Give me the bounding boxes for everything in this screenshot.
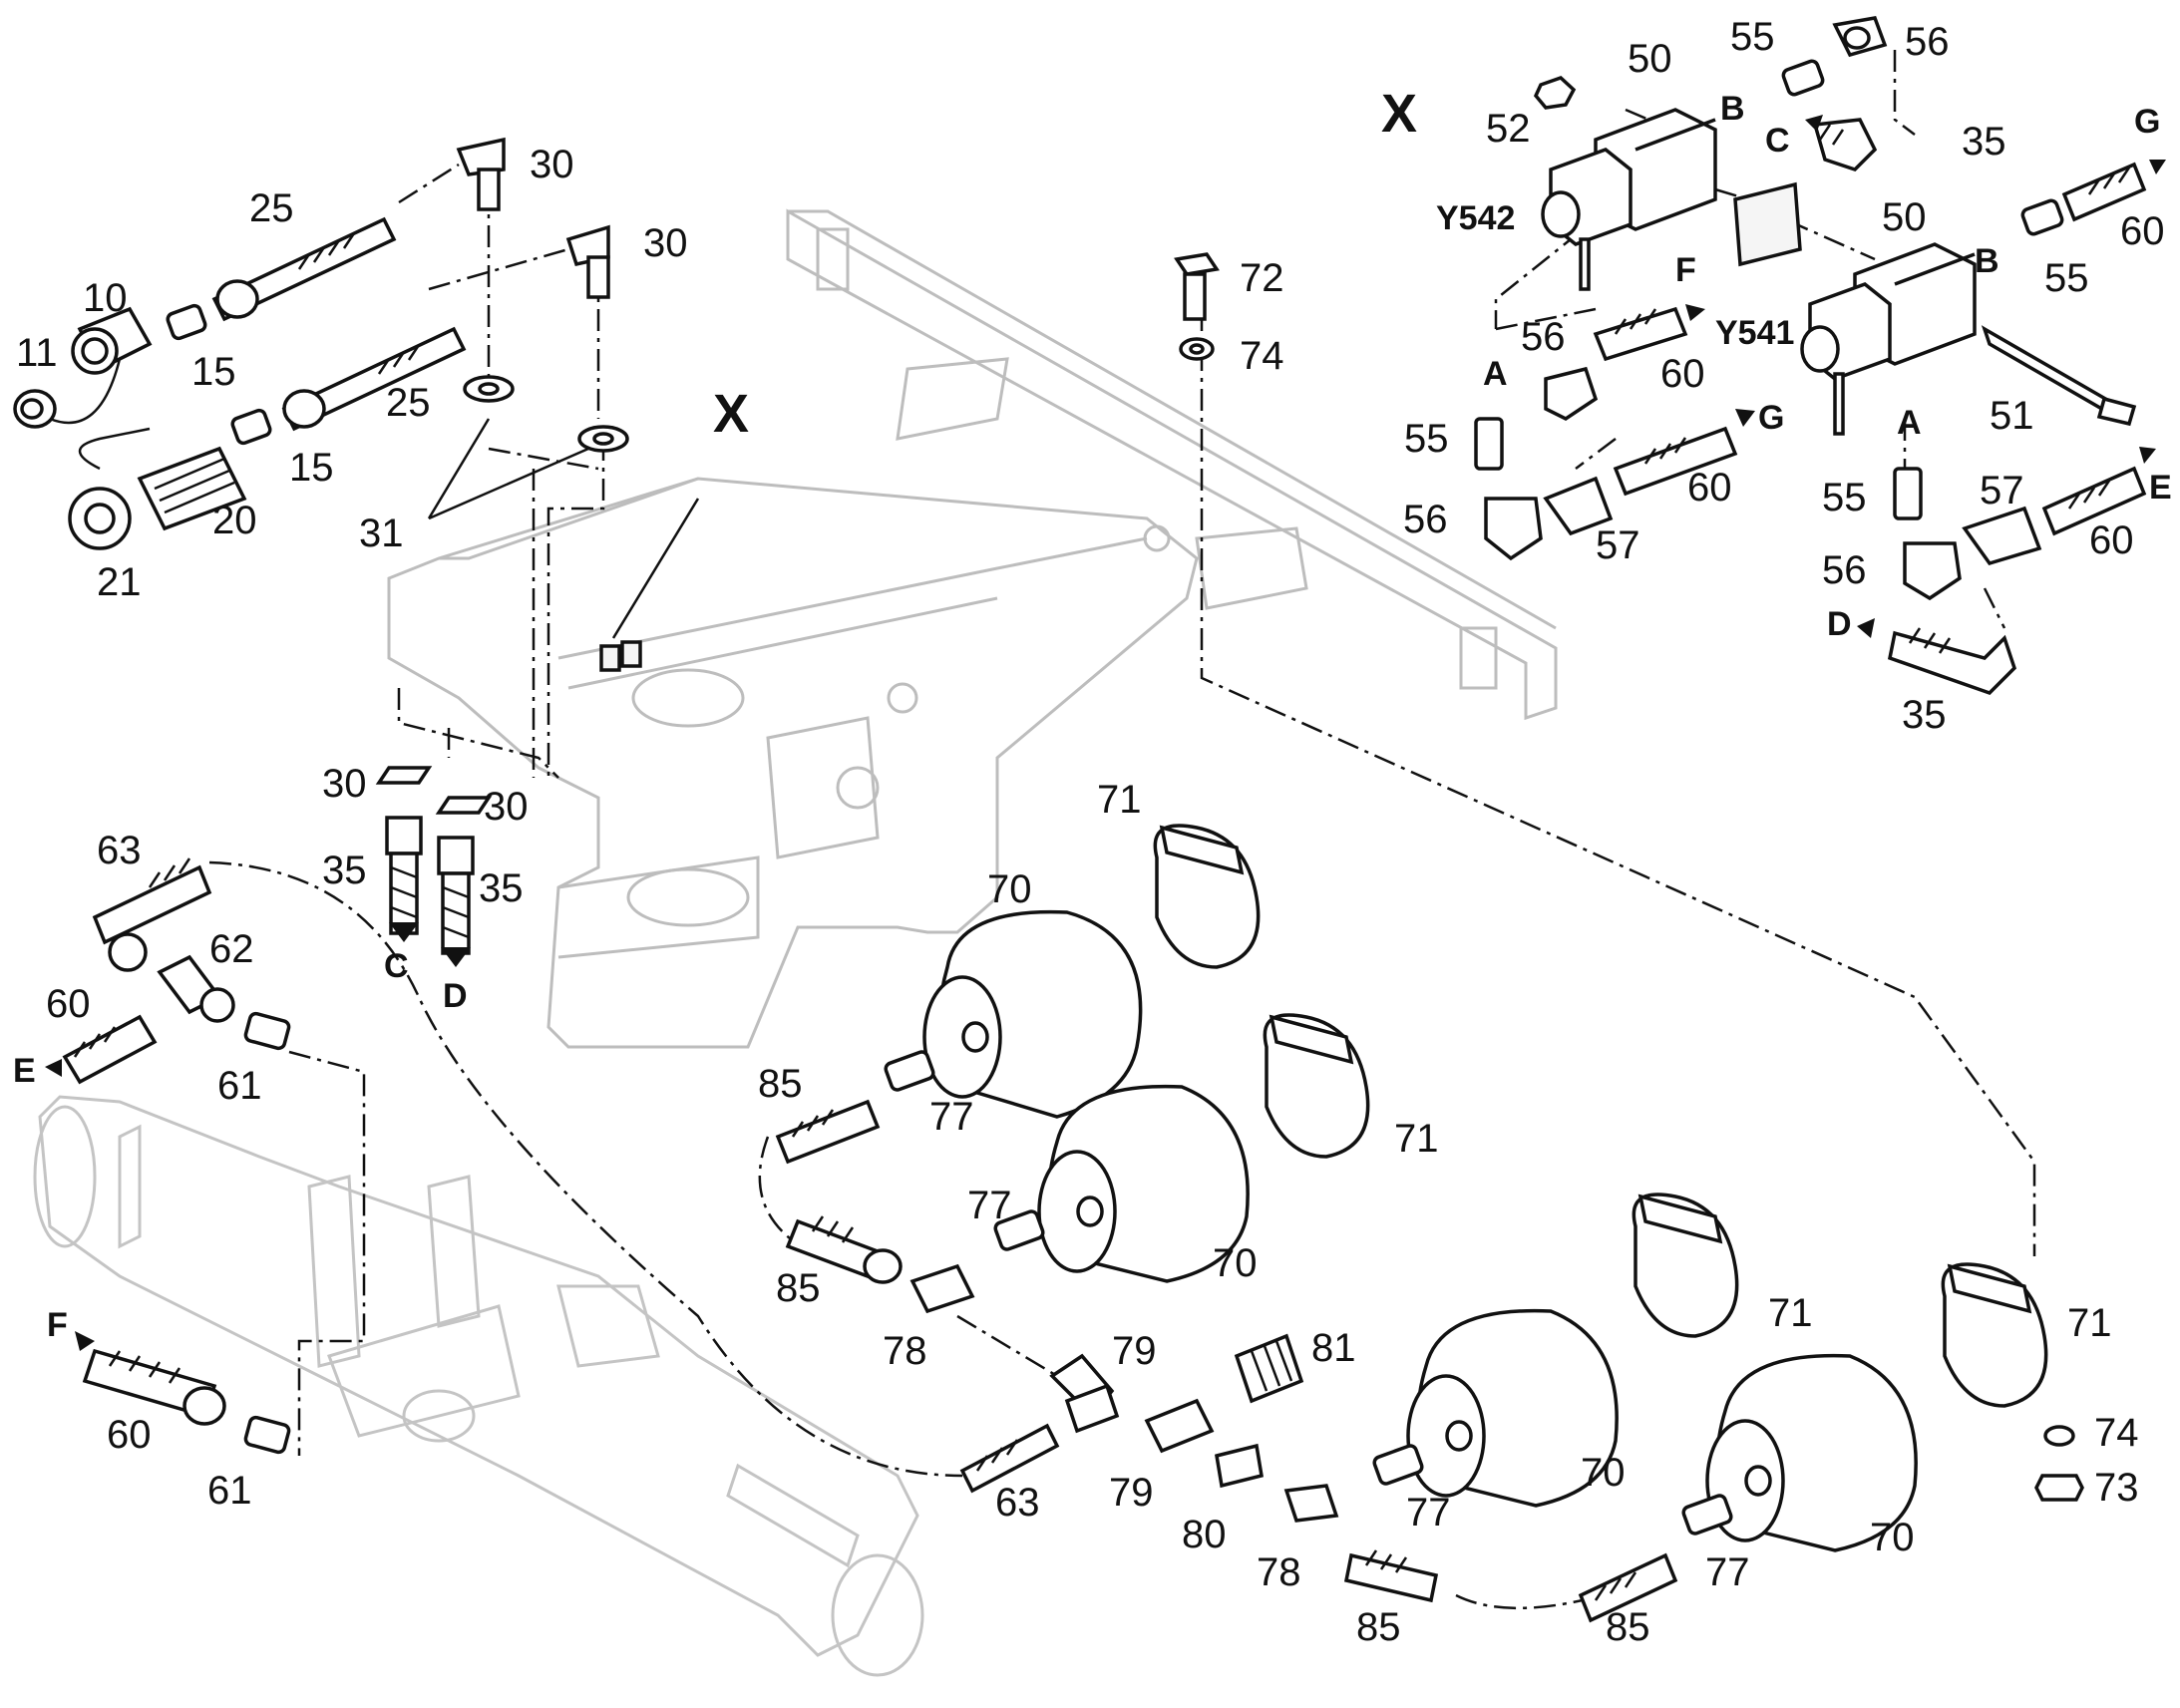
bolt-72-washer-74 — [1174, 252, 1220, 361]
label-x-detail: X — [1381, 84, 1417, 144]
label-x-frame: X — [713, 384, 749, 444]
label-60: 60 — [1687, 466, 1732, 510]
label-50: 50 — [1628, 37, 1672, 81]
label-72: 72 — [1240, 256, 1284, 300]
label-f: F — [1675, 251, 1696, 289]
frame-x-connectors — [599, 498, 700, 672]
label-20: 20 — [212, 499, 257, 542]
label-57: 57 — [1980, 469, 2024, 512]
label-55: 55 — [2044, 256, 2089, 300]
label-70: 70 — [1213, 1241, 1258, 1285]
label-35: 35 — [1902, 693, 1947, 737]
part-labels: 10 11 15 15 20 21 25 25 30 30 30 30 31 3… — [13, 15, 2172, 1649]
label-55: 55 — [1404, 417, 1449, 461]
label-60: 60 — [46, 982, 91, 1026]
label-77: 77 — [967, 1184, 1012, 1227]
label-71: 71 — [1768, 1291, 1813, 1335]
label-e: E — [13, 1052, 36, 1090]
chassis-frame — [387, 208, 1558, 1049]
label-35: 35 — [322, 849, 367, 892]
label-70: 70 — [1870, 1516, 1915, 1559]
label-57: 57 — [1596, 523, 1640, 567]
label-81: 81 — [1311, 1326, 1356, 1370]
label-74: 74 — [2094, 1411, 2139, 1455]
label-56: 56 — [1905, 20, 1950, 64]
label-11: 11 — [16, 331, 58, 375]
label-port-a: A — [1483, 355, 1508, 393]
label-25: 25 — [249, 186, 294, 230]
label-10: 10 — [83, 276, 128, 320]
label-70: 70 — [1581, 1451, 1626, 1495]
label-74: 74 — [1240, 334, 1284, 378]
label-port-b: B — [1975, 242, 1999, 280]
label-85: 85 — [776, 1266, 821, 1310]
accumulators — [922, 824, 2084, 1552]
accumulator-fittings — [775, 1050, 1733, 1623]
label-g: G — [1758, 399, 1784, 437]
label-56: 56 — [1822, 548, 1867, 592]
label-f: F — [47, 1306, 68, 1344]
hose-group-left — [45, 857, 291, 1455]
label-71: 71 — [2067, 1301, 2112, 1345]
label-55: 55 — [1730, 15, 1775, 59]
label-80: 80 — [1182, 1513, 1227, 1556]
label-g: G — [2134, 103, 2160, 141]
label-15: 15 — [289, 446, 334, 490]
label-y541: Y541 — [1715, 314, 1794, 352]
label-c: C — [1765, 122, 1790, 160]
hose-group-mid-left — [375, 766, 493, 967]
label-port-b: B — [1720, 90, 1745, 128]
label-60: 60 — [2089, 518, 2134, 562]
label-35: 35 — [1962, 120, 2006, 164]
label-63: 63 — [97, 829, 142, 872]
label-70: 70 — [987, 867, 1032, 911]
label-78: 78 — [883, 1329, 927, 1373]
label-85: 85 — [1356, 1605, 1401, 1649]
label-61: 61 — [207, 1469, 252, 1513]
label-85: 85 — [758, 1062, 803, 1106]
label-52: 52 — [1486, 107, 1531, 151]
label-30: 30 — [643, 221, 688, 265]
label-60: 60 — [107, 1413, 152, 1457]
label-56: 56 — [1521, 315, 1566, 359]
label-79: 79 — [1112, 1329, 1157, 1373]
label-30: 30 — [484, 785, 529, 829]
label-73: 73 — [2094, 1466, 2139, 1510]
detail-x-valves — [1474, 16, 2166, 696]
label-30: 30 — [530, 143, 574, 186]
label-50: 50 — [1882, 195, 1927, 239]
label-71: 71 — [1097, 778, 1142, 822]
label-60: 60 — [1660, 352, 1705, 396]
label-78: 78 — [1257, 1550, 1301, 1594]
label-51: 51 — [1990, 394, 2034, 438]
label-77: 77 — [1705, 1550, 1750, 1594]
label-55: 55 — [1822, 476, 1867, 519]
leader-lines — [208, 50, 2036, 1610]
label-d: D — [443, 977, 468, 1015]
label-e: E — [2149, 469, 2172, 507]
label-60: 60 — [2120, 209, 2165, 253]
label-c: C — [384, 947, 409, 985]
label-62: 62 — [209, 927, 254, 971]
label-71: 71 — [1394, 1117, 1439, 1161]
label-port-a: A — [1897, 404, 1922, 442]
label-79: 79 — [1109, 1471, 1154, 1515]
label-35: 35 — [479, 866, 524, 910]
label-d: D — [1827, 605, 1852, 643]
label-85: 85 — [1606, 1605, 1650, 1649]
label-77: 77 — [1406, 1491, 1451, 1535]
label-31: 31 — [359, 512, 404, 555]
label-25: 25 — [386, 381, 431, 425]
label-30: 30 — [322, 762, 367, 806]
label-77: 77 — [929, 1095, 974, 1139]
hose-group-top-left — [13, 137, 629, 550]
label-56: 56 — [1403, 498, 1448, 541]
label-15: 15 — [191, 350, 236, 394]
label-63: 63 — [995, 1481, 1040, 1525]
label-61: 61 — [217, 1064, 262, 1108]
rear-axle — [33, 1095, 924, 1677]
label-y542: Y542 — [1436, 199, 1515, 237]
label-21: 21 — [97, 560, 142, 604]
